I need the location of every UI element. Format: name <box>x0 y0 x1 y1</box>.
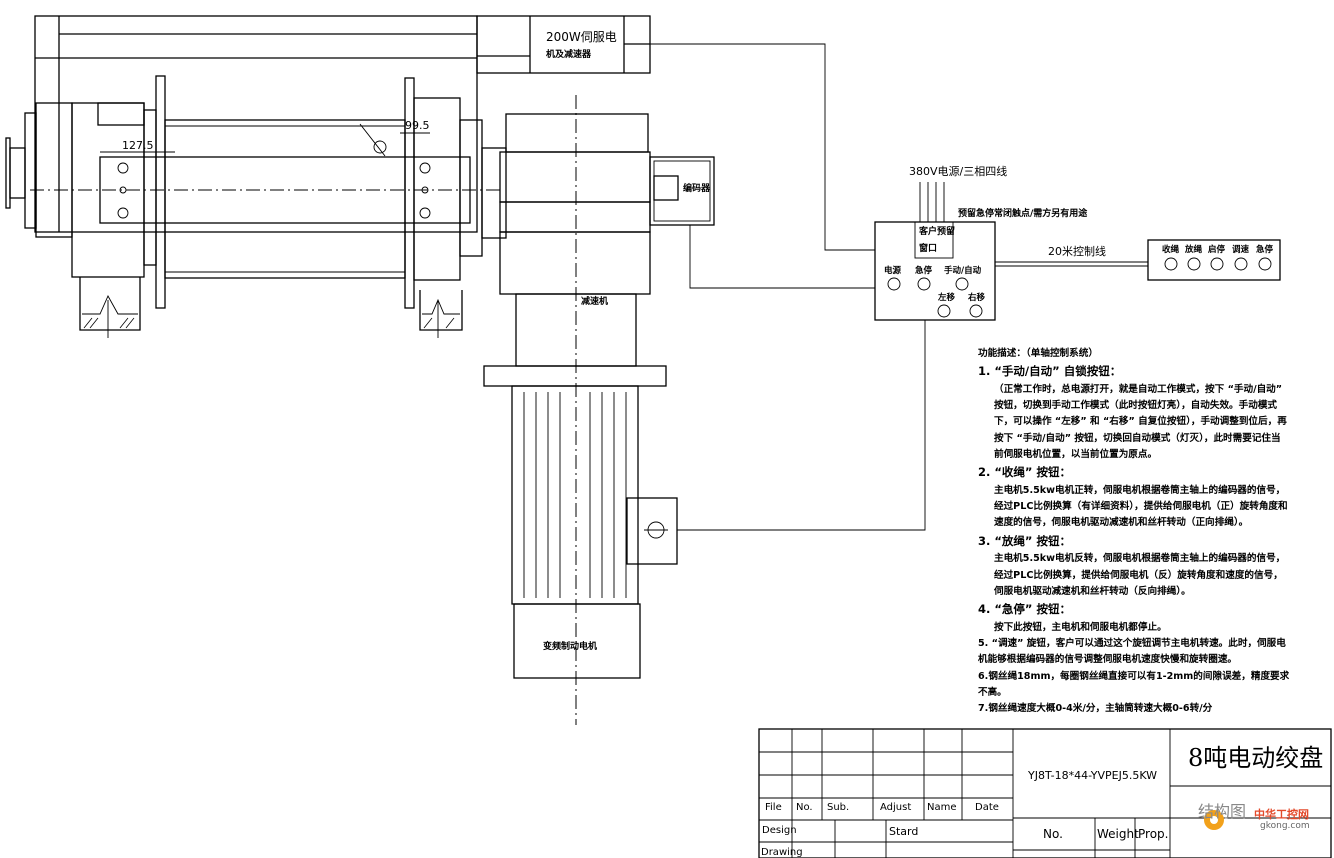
winch-drum <box>5 75 507 338</box>
winch-frame <box>34 15 651 233</box>
tb-structure-label: 结构图 <box>1198 802 1247 821</box>
desc-item-7: 7.钢丝绳速度大概0-4米/分，主轴筒转速大概0-6转/分 <box>978 703 1213 715</box>
desc-item-4-body: 按下此按钮，主电机和伺服电机都停止。 <box>994 621 1167 633</box>
tb-col-weight: Weight <box>1097 827 1139 841</box>
encoder-label: 编码器 <box>683 184 711 194</box>
estop-reserve-label: 预留急停常闭触点/需方另有用途 <box>958 209 1088 219</box>
cb-label-left: 左移 <box>938 293 956 303</box>
servo-motor-label-2: 机及减速器 <box>546 50 592 60</box>
customer-window-label-2: 窗口 <box>919 244 938 254</box>
watermark-url: gkong.com <box>1260 821 1310 831</box>
desc-item-2-head: 2. “收绳” 按钮： <box>978 465 1071 480</box>
desc-item-3-body: 主电机5.5kw电机反转，伺服电机根据卷筒主轴上的编码器的信号，经过PLC比例换… <box>994 553 1286 597</box>
tb-model: YJ8T-18*44-YVPEJ5.5KW <box>1028 769 1158 782</box>
tb-row-drawing: Drawing <box>761 847 803 858</box>
pd-label-estop: 急停 <box>1256 245 1274 255</box>
vf-motor-label: 变频制动电机 <box>543 642 598 652</box>
control-line-label: 20米控制线 <box>1048 245 1106 258</box>
reducer-label: 减速机 <box>581 297 609 307</box>
cb-label-right: 右移 <box>968 293 986 303</box>
customer-window-label-1: 客户预留 <box>919 227 956 237</box>
cb-label-estop: 急停 <box>915 266 933 276</box>
pd-label-startstop: 启停 <box>1208 245 1226 255</box>
tb-header-adjust: Adjust <box>880 802 912 813</box>
tb-header-sub: Sub. <box>827 802 850 813</box>
tb-title: 8吨电动绞盘 <box>1188 744 1324 772</box>
power-supply-label: 380V电源/三相四线 <box>909 165 1008 178</box>
tb-col-no: No. <box>1043 827 1063 841</box>
desc-item-5: 5. “调速” 旋钮，客户可以通过这个旋钮调节主电机转速。此时，伺服电机能够根据… <box>978 638 1286 666</box>
tb-row-design: Design <box>762 825 797 836</box>
watermark-gear-icon <box>1204 810 1224 830</box>
cb-label-manual-auto: 手动/自动 <box>944 266 982 276</box>
desc-item-4-head: 4. “急停” 按钮： <box>978 602 1071 617</box>
desc-item-1-body: （正常工作时，总电源打开，就是自动工作模式，按下 “手动/自动” 按钮，切换到手… <box>994 383 1287 461</box>
tb-header-name: Name <box>927 802 957 813</box>
desc-item-3-head: 3. “放绳” 按钮： <box>978 533 1071 548</box>
tb-stard: Stard <box>889 825 919 838</box>
desc-item-2-body: 主电机5.5kw电机正转，伺服电机根据卷筒主轴上的编码器的信号，经过PLC比例换… <box>994 484 1288 529</box>
cb-label-power: 电源 <box>884 266 902 276</box>
watermark-text: 中华工控网 <box>1254 808 1309 821</box>
function-description: 功能描述：（单轴控制系统） 1. “手动/自动” 自锁按钮： （正常工作时，总电… <box>978 346 1290 718</box>
dim-1275: 127.5 <box>122 139 154 152</box>
pd-label-release: 放绳 <box>1185 245 1203 255</box>
pd-label-retract: 收绳 <box>1162 245 1180 255</box>
reducer-motor <box>483 95 715 725</box>
desc-item-6: 6.钢丝绳18mm，每圈钢丝绳直接可以有1-2mm的间隙误差，精度要求不高。 <box>978 670 1290 698</box>
control-box <box>874 221 996 321</box>
pd-label-speed: 调速 <box>1232 245 1250 255</box>
servo-motor-label-1: 200W伺服电 <box>546 30 617 44</box>
pendant <box>1147 239 1281 281</box>
wiring <box>650 43 1148 531</box>
description-title: 功能描述：（单轴控制系统） <box>978 348 1098 359</box>
tb-header-no: No. <box>796 802 813 813</box>
tb-header-file: File <box>765 802 782 813</box>
desc-item-1-head: 1. “手动/自动” 自锁按钮： <box>978 364 1122 379</box>
title-block-grid <box>758 728 1332 858</box>
tb-header-date: Date <box>975 802 999 813</box>
dim-995: 99.5 <box>405 119 430 132</box>
tb-col-prop: Prop. <box>1138 827 1169 841</box>
